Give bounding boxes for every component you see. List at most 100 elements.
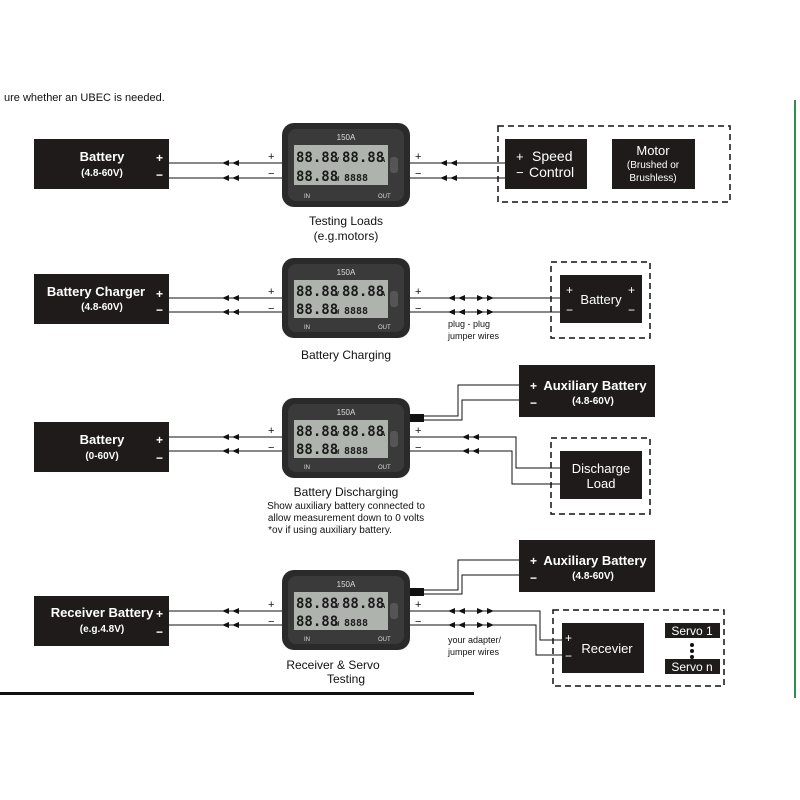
- header-fragment: ure whether an UBEC is needed.: [4, 92, 165, 104]
- scenario-note: *ov if using auxiliary battery.: [268, 525, 392, 536]
- minus-symbol: −: [156, 303, 163, 317]
- plus-symbol: +: [415, 151, 421, 163]
- arrow-markers: [222, 295, 239, 315]
- meter-screen: [294, 420, 388, 458]
- meter-device: 150A 88.88 V 88.88 A 88.88 W 8888 IN OUT: [282, 570, 410, 650]
- minus-symbol: −: [530, 571, 537, 585]
- meter-in: IN: [304, 325, 310, 331]
- meter-device: 150A 88.88 V 88.88 A 88.88 W 8888 IN OUT: [282, 398, 410, 478]
- aux-connector: [410, 588, 424, 596]
- meter-small-digits: 8888: [344, 618, 368, 629]
- minus-symbol: −: [516, 165, 524, 180]
- minus-symbol: −: [415, 442, 421, 454]
- plus-symbol: +: [516, 149, 524, 164]
- meter-rating: 150A: [337, 268, 356, 277]
- arrow-markers: [462, 434, 479, 454]
- scenario-battery-discharging: Battery (0-60V) + − + − 150A 88.88 V 88.…: [34, 365, 655, 536]
- plus-symbol: +: [566, 283, 573, 297]
- meter-in: IN: [304, 194, 310, 200]
- plus-symbol: +: [156, 607, 163, 621]
- source-name: Battery: [80, 149, 126, 164]
- plus-symbol: +: [156, 151, 163, 165]
- arrow-markers: [448, 608, 494, 628]
- scenario-caption: Battery Charging: [301, 348, 391, 362]
- meter-out: OUT: [378, 194, 391, 200]
- plus-symbol: +: [268, 151, 274, 163]
- unit-w: W: [335, 308, 340, 316]
- minus-symbol: −: [628, 303, 635, 317]
- load-label: Load: [587, 476, 616, 491]
- unit-v: V: [335, 430, 340, 438]
- wire-note: plug - plug: [448, 319, 490, 329]
- meter-rating: 150A: [337, 408, 356, 417]
- meter-small-digits: 8888: [344, 306, 368, 317]
- source-name: Battery: [80, 432, 126, 447]
- scenario-caption-2: Testing: [327, 672, 365, 686]
- meter-digits: 88.88: [296, 442, 338, 458]
- unit-w: W: [335, 620, 340, 628]
- minus-symbol: −: [156, 451, 163, 465]
- minus-symbol: −: [156, 168, 163, 182]
- battery-label: Battery: [580, 292, 622, 307]
- minus-symbol: −: [268, 168, 274, 180]
- meter-screen: [294, 145, 388, 185]
- source-box: [34, 596, 169, 646]
- minus-symbol: −: [415, 168, 421, 180]
- aux-battery-name: Auxiliary Battery: [543, 553, 647, 568]
- arrow-markers: [222, 608, 239, 628]
- meter-digits: 88.88: [296, 284, 338, 300]
- motor-sub-2: Brushless): [629, 173, 676, 184]
- minus-symbol: −: [566, 303, 573, 317]
- meter-device: 150A 88.88 V 88.88 A 88.88 W 8888 IN OUT: [282, 123, 410, 207]
- meter-digits: 88.88: [296, 150, 338, 166]
- meter-small-digits: 8888: [344, 446, 368, 457]
- aux-battery-box: [519, 540, 655, 592]
- aux-battery-name: Auxiliary Battery: [543, 378, 647, 393]
- scenario-caption: Battery Discharging: [294, 485, 399, 499]
- meter-out: OUT: [378, 325, 391, 331]
- meter-button: [390, 157, 398, 173]
- meter-digits: 88.88: [296, 596, 338, 612]
- aux-battery-sub: (4.8-60V): [572, 571, 614, 582]
- ellipsis-dots: [690, 643, 694, 659]
- meter-digits: 88.88: [296, 614, 338, 630]
- plus-symbol: +: [268, 286, 274, 298]
- source-sub: (0-60V): [85, 451, 118, 462]
- source-box: [34, 274, 169, 324]
- plus-symbol: +: [156, 433, 163, 447]
- meter-in: IN: [304, 465, 310, 471]
- source-sub: (4.8-60V): [81, 302, 123, 313]
- servo-n-label: Servo n: [671, 660, 712, 674]
- minus-symbol: −: [415, 616, 421, 628]
- scenario-receiver-servo: Receiver Battery (e.g.4.8V) + − + − 150A…: [34, 540, 725, 687]
- arrow-markers: [448, 295, 494, 315]
- servo-1-label: Servo 1: [671, 624, 713, 638]
- unit-w: W: [335, 175, 340, 183]
- unit-v: V: [335, 290, 340, 298]
- plus-symbol: +: [268, 599, 274, 611]
- meter-small-digits: 8888: [344, 173, 368, 184]
- minus-symbol: −: [268, 616, 274, 628]
- aux-battery-box: [519, 365, 655, 417]
- meter-screen: [294, 280, 388, 318]
- plus-symbol: +: [415, 425, 421, 437]
- aux-connector: [410, 414, 424, 422]
- plus-symbol: +: [156, 287, 163, 301]
- motor-label: Motor: [636, 143, 670, 158]
- load-group-box: [550, 437, 651, 515]
- source-box: [34, 139, 169, 189]
- arrow-markers: [440, 160, 457, 181]
- scenario-note: Show auxiliary battery connected to: [267, 501, 425, 512]
- meter-button: [390, 431, 398, 447]
- arrow-markers: [222, 160, 239, 181]
- control-label: Control: [529, 164, 574, 180]
- plus-symbol: +: [530, 554, 537, 568]
- wire-note: jumper wires: [447, 331, 500, 341]
- minus-symbol: −: [156, 625, 163, 639]
- aux-battery-sub: (4.8-60V): [572, 396, 614, 407]
- bottom-rule: [0, 692, 474, 695]
- meter-in: IN: [304, 637, 310, 643]
- meter-digits: 88.88: [342, 424, 384, 440]
- scenario-battery-charging: Battery Charger (4.8-60V) + − + − 150A 8…: [34, 258, 651, 362]
